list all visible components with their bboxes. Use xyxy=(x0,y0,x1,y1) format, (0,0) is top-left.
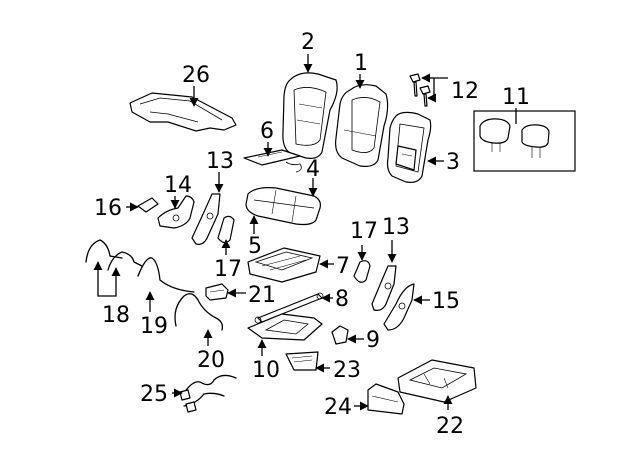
part-7-cushion-frame[interactable] xyxy=(247,247,321,283)
part-26-tray[interactable] xyxy=(129,92,237,132)
part-4-cushion-cover[interactable] xyxy=(245,187,321,226)
part-24-block[interactable] xyxy=(367,383,405,415)
part-1-seat-back[interactable] xyxy=(335,84,389,167)
part-15-bracket[interactable] xyxy=(383,283,415,331)
part-23-plate[interactable] xyxy=(285,351,319,371)
callout-4: 4 xyxy=(306,157,320,182)
callout-15: 15 xyxy=(432,289,460,314)
callout-9: 9 xyxy=(366,328,380,353)
part-14-bracket[interactable] xyxy=(157,195,195,229)
callout-13-right: 13 xyxy=(382,215,410,240)
callout-6: 6 xyxy=(260,119,274,144)
callout-19: 19 xyxy=(140,314,168,339)
callout-22: 22 xyxy=(436,414,464,439)
callout-10: 10 xyxy=(252,358,280,383)
callout-13-left: 13 xyxy=(206,149,234,174)
part-22-tray[interactable] xyxy=(397,359,477,403)
part-16-clip[interactable] xyxy=(137,197,159,213)
callout-17-left: 17 xyxy=(214,257,242,282)
callout-5: 5 xyxy=(248,234,262,259)
part-18-wires[interactable] xyxy=(85,239,143,271)
part-2-seat-back-cover[interactable] xyxy=(282,72,338,159)
callout-18: 18 xyxy=(102,303,130,328)
callout-labels: 1 2 3 4 5 6 7 8 9 10 11 12 13 13 14 15 1… xyxy=(94,30,530,439)
callout-25: 25 xyxy=(140,382,168,407)
callout-24: 24 xyxy=(324,395,352,420)
part-3-back-panel[interactable] xyxy=(386,111,432,183)
part-13-hinge-left[interactable] xyxy=(191,193,221,245)
part-20-wire[interactable] xyxy=(174,293,224,331)
callout-11: 11 xyxy=(502,85,530,110)
part-9-latch[interactable] xyxy=(331,325,349,345)
part-11-headrests[interactable] xyxy=(473,110,576,172)
part-21-block[interactable] xyxy=(205,283,229,301)
part-10-lower-frame[interactable] xyxy=(247,313,323,341)
part-17-cover-right[interactable] xyxy=(353,260,371,283)
callout-26: 26 xyxy=(182,63,210,88)
callout-23: 23 xyxy=(333,358,361,383)
callout-8: 8 xyxy=(335,287,349,312)
callout-7: 7 xyxy=(336,254,350,279)
callout-20: 20 xyxy=(197,348,225,373)
part-6-pad[interactable] xyxy=(243,149,302,173)
part-17-cover-left[interactable] xyxy=(217,215,235,244)
leader-lines xyxy=(93,54,517,411)
callout-12: 12 xyxy=(451,79,479,104)
part-12-bolts[interactable] xyxy=(409,73,431,107)
callout-17-right: 17 xyxy=(350,219,378,244)
part-19-wire[interactable] xyxy=(137,257,195,293)
callout-2: 2 xyxy=(301,30,315,55)
callout-3: 3 xyxy=(446,150,460,175)
part-13-hinge-right[interactable] xyxy=(371,265,397,311)
callout-16: 16 xyxy=(94,196,122,221)
part-25-harness[interactable] xyxy=(179,374,237,413)
callout-1: 1 xyxy=(354,51,368,76)
callout-21: 21 xyxy=(248,283,276,308)
callout-14: 14 xyxy=(164,173,192,198)
